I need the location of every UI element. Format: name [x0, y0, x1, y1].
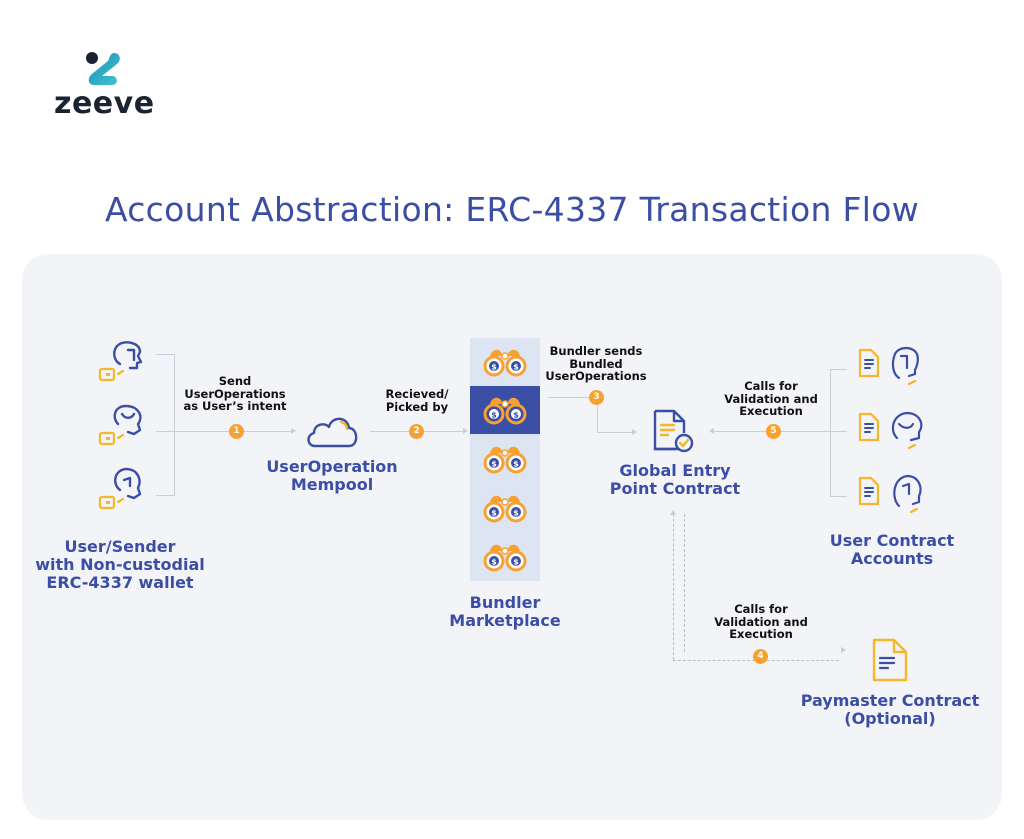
step-2-badge: 2 — [409, 424, 424, 439]
dashed-arrow-line-4 — [684, 514, 685, 652]
svg-text:$: $ — [491, 509, 497, 518]
bundler-item-selected[interactable]: $$ — [470, 386, 540, 434]
bundler-item[interactable]: $$ — [470, 484, 540, 532]
step-5-label: Calls for Validation and Execution — [724, 379, 818, 418]
svg-text:$: $ — [513, 411, 519, 420]
contract-user-icon — [857, 344, 927, 388]
document-icon — [872, 638, 910, 684]
arrow-line-3 — [597, 432, 633, 433]
contract-user-icon — [857, 472, 927, 516]
user-wallet-icon — [94, 338, 150, 388]
svg-text:$: $ — [513, 558, 519, 567]
contract-user-icon — [857, 408, 927, 452]
step-4-label: Calls for Validation and Execution — [714, 602, 808, 641]
step-4-badge: 4 — [753, 649, 768, 664]
arrow-head-icon — [632, 429, 637, 435]
step-3-badge: 3 — [589, 390, 604, 405]
step-3-label: Bundler sends Bundled UserOperations — [545, 344, 647, 383]
binoculars-dollar-icon: $$ — [483, 495, 527, 523]
arrow-head-icon — [841, 647, 846, 653]
arrow-head-icon — [709, 428, 714, 434]
cloud-icon — [303, 412, 361, 450]
entry-point-label: Global Entry Point Contract — [609, 461, 741, 498]
binoculars-dollar-icon: $$ — [483, 397, 527, 425]
page-title: Account Abstraction: ERC-4337 Transactio… — [104, 190, 920, 229]
connector-line — [156, 495, 174, 496]
arrow-line-3 — [597, 397, 598, 433]
step-5-badge: 5 — [766, 424, 781, 439]
step-2-label: Recieved/ Picked by — [385, 387, 449, 414]
arrow-line-3 — [548, 397, 598, 398]
user-contracts-label: User Contract Accounts — [829, 531, 955, 568]
bundler-marketplace-column: $$ $$ $$ $$ $$ — [470, 338, 540, 581]
bundler-item[interactable]: $$ — [470, 533, 540, 581]
step-1-label: Send UserOperations as User’s intent — [183, 374, 287, 413]
connector-line — [174, 354, 175, 496]
step-1-badge: 1 — [229, 424, 244, 439]
svg-text:$: $ — [491, 558, 497, 567]
svg-text:$: $ — [491, 411, 497, 420]
brand-name: zeeve — [54, 86, 155, 121]
connector-line — [830, 496, 847, 497]
svg-text:$: $ — [491, 460, 497, 469]
bundler-item[interactable]: $$ — [470, 435, 540, 483]
binoculars-dollar-icon: $$ — [483, 446, 527, 474]
binoculars-dollar-icon: $$ — [483, 349, 527, 377]
zeeve-logo-icon — [86, 52, 120, 85]
mempool-label: UserOperation Mempool — [266, 457, 398, 494]
zeeve-logo — [84, 50, 124, 88]
svg-text:$: $ — [513, 509, 519, 518]
arrow-head-icon — [463, 428, 468, 434]
dashed-arrow-line-4 — [673, 514, 674, 660]
user-wallet-icon — [94, 400, 150, 450]
svg-text:$: $ — [513, 460, 519, 469]
arrow-line-1 — [156, 431, 294, 432]
binoculars-dollar-icon: $$ — [483, 544, 527, 572]
connector-line — [156, 354, 174, 355]
arrow-head-icon — [670, 510, 676, 515]
connector-line — [830, 369, 831, 497]
arrow-head-icon — [291, 428, 296, 434]
connector-line — [830, 369, 847, 370]
bundler-marketplace-label: Bundler Marketplace — [449, 593, 561, 630]
bundler-item[interactable]: $$ — [470, 338, 540, 386]
user-wallet-icon — [94, 464, 150, 514]
document-check-icon — [652, 409, 696, 455]
paymaster-label: Paymaster Contract (Optional) — [800, 691, 980, 728]
svg-text:$: $ — [513, 363, 519, 372]
svg-text:$: $ — [491, 363, 497, 372]
connector-line — [830, 431, 847, 432]
user-sender-label: User/Sender with Non-custodial ERC-4337 … — [35, 537, 205, 592]
